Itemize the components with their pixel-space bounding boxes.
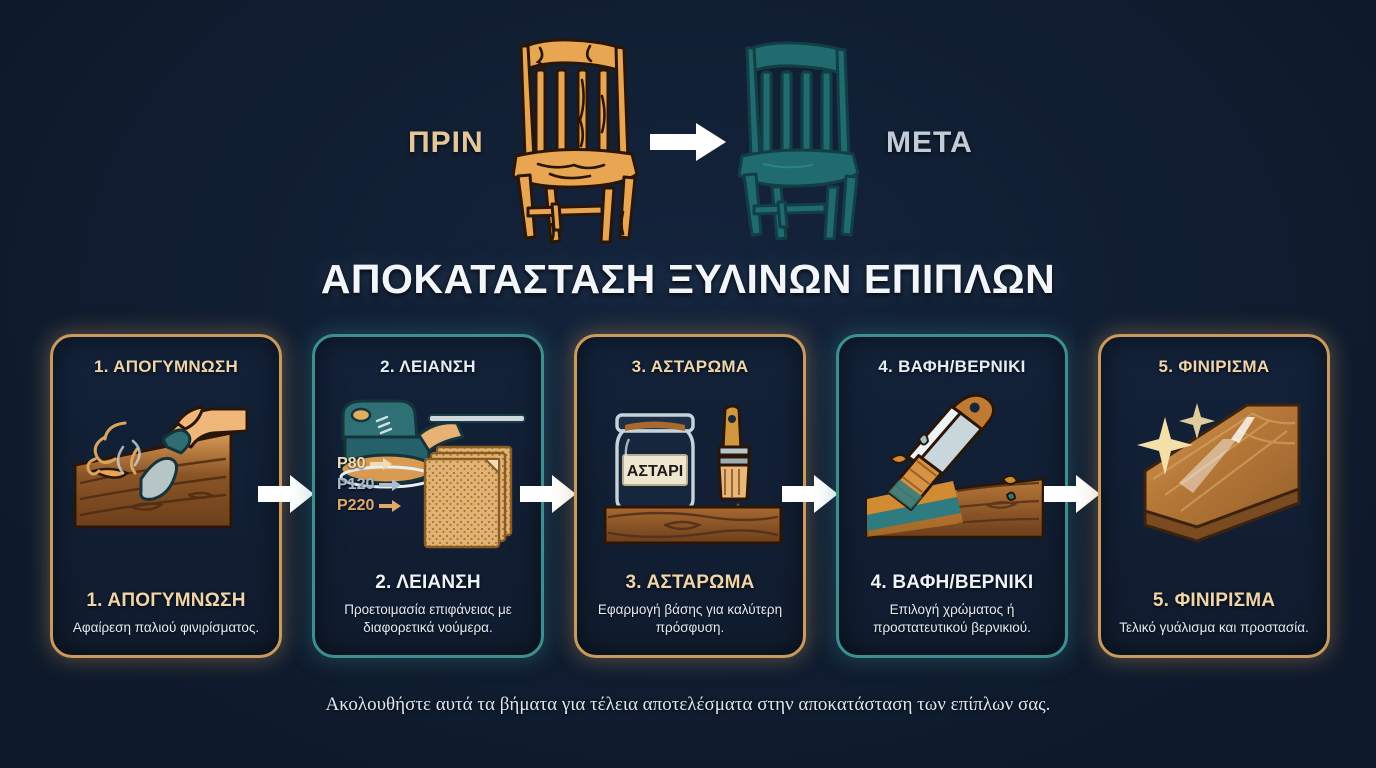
- right-arrow-icon: [650, 123, 726, 161]
- step-card-2-header: 2. ΛΕΙΑΝΣΗ: [380, 357, 476, 376]
- step-card-3-header: 3. ΑΣΤΑΡΩΜΑ: [631, 357, 749, 376]
- step-card-4[interactable]: 4. ΒΑΦΗ/ΒΕΡΝΙΚΙ: [836, 334, 1068, 658]
- step-card-5-title: 5. ΦΙΝΙΡΙΣΜΑ: [1152, 589, 1276, 611]
- before-label: ΠΡΙΝ: [408, 126, 484, 159]
- step-card-1-desc: Αφαίρεση παλιού φινιρίσματος.: [72, 619, 260, 635]
- primer-jar-label: ΑΣΤΑΡΙ: [627, 463, 683, 480]
- hand-scraper-on-wood-icon: [73, 405, 249, 529]
- step-card-4-desc: Επιλογή χρώματος ή προστατευτικού βερνικ…: [873, 601, 1031, 635]
- step-card-1-title: 1. ΑΠΟΓΥΜΝΩΣΗ: [86, 589, 246, 611]
- step-arrow-1-icon: [258, 475, 314, 513]
- step-card-5-desc: Τελικό γυάλισμα και προστασία.: [1119, 619, 1309, 635]
- grit-label-p220: P220: [337, 497, 375, 514]
- step-arrow-4-icon: [1044, 475, 1100, 513]
- grit-arrow-p120-icon: [379, 479, 402, 491]
- step-card-2-desc: Προετοιμασία επιφάνειας με διαφορετικά ν…: [344, 601, 512, 635]
- page-title: ΑΠΟΚΑΤΑΣΤΑΣΗ ΞΥΛΙΝΩΝ ΕΠΙΠΛΩΝ: [320, 256, 1056, 302]
- step-card-3-desc: Εφαρμογή βάσης για καλύτερη πρόσφυση.: [597, 601, 783, 635]
- step-card-1-footer: 1. ΑΠΟΓΥΜΝΩΣΗ Αφαίρεση παλιού φινιρίσματ…: [61, 590, 271, 637]
- step-card-2-title: 2. ΛΕΙΑΝΣΗ: [375, 571, 481, 593]
- step-arrow-2-icon: [520, 475, 576, 513]
- step-arrow-3-icon: [782, 475, 838, 513]
- step-card-5[interactable]: 5. ΦΙΝΙΡΙΣΜΑ: [1098, 334, 1330, 658]
- chair-after-illustration: [737, 41, 860, 240]
- step-card-4-title: 4. ΒΑΦΗ/ΒΕΡΝΙΚΙ: [870, 571, 1034, 593]
- after-label: ΜΕΤΑ: [886, 126, 973, 159]
- step-card-1[interactable]: 1. ΑΠΟΓΥΜΝΩΣΗ: [50, 334, 282, 658]
- step-card-3[interactable]: 3. ΑΣΤΑΡΩΜΑ ΑΣΤΑΡΙ: [574, 334, 806, 658]
- grit-label-p120: P120: [337, 476, 375, 493]
- polished-wood-plank-sparkle-icon: [1137, 403, 1301, 543]
- footer-caption: Ακολουθήστε αυτά τα βήματα για τέλεια απ…: [325, 694, 1051, 715]
- steps-row: 1. ΑΠΟΓΥΜΝΩΣΗ: [0, 334, 1376, 662]
- step-card-3-footer: 3. ΑΣΤΑΡΩΜΑ Εφαρμογή βάσης για καλύτερη …: [585, 572, 795, 637]
- step-card-2[interactable]: 2. ΛΕΙΑΝΣΗ: [312, 334, 544, 658]
- step-card-5-footer: 5. ΦΙΝΙΡΙΣΜΑ Τελικό γυάλισμα και προστασ…: [1109, 590, 1319, 637]
- orbital-sander-and-sandpaper-icon: [339, 399, 526, 549]
- grit-arrow-p220-icon: [379, 500, 402, 512]
- step-card-3-title: 3. ΑΣΤΑΡΩΜΑ: [625, 571, 755, 593]
- primer-jar-and-brush-icon: ΑΣΤΑΡΙ: [603, 404, 783, 545]
- chair-before-illustration: [511, 38, 639, 244]
- grit-label-p80: P80: [337, 455, 366, 472]
- paintbrush-painting-wood-icon: [865, 393, 1045, 539]
- before-after-hero: ΠΡΙΝ: [0, 14, 1376, 244]
- step-card-1-header: 1. ΑΠΟΓΥΜΝΩΣΗ: [93, 357, 239, 376]
- step-card-5-header: 5. ΦΙΝΙΡΙΣΜΑ: [1158, 357, 1270, 376]
- grit-list: P80 P120 P220: [337, 455, 415, 515]
- step-card-2-footer: 2. ΛΕΙΑΝΣΗ Προετοιμασία επιφάνειας με δι…: [323, 572, 533, 637]
- grit-arrow-p80-icon: [370, 458, 393, 470]
- step-card-4-footer: 4. ΒΑΦΗ/ΒΕΡΝΙΚΙ Επιλογή χρώματος ή προστ…: [847, 572, 1057, 637]
- step-card-4-header: 4. ΒΑΦΗ/ΒΕΡΝΙΚΙ: [878, 357, 1026, 376]
